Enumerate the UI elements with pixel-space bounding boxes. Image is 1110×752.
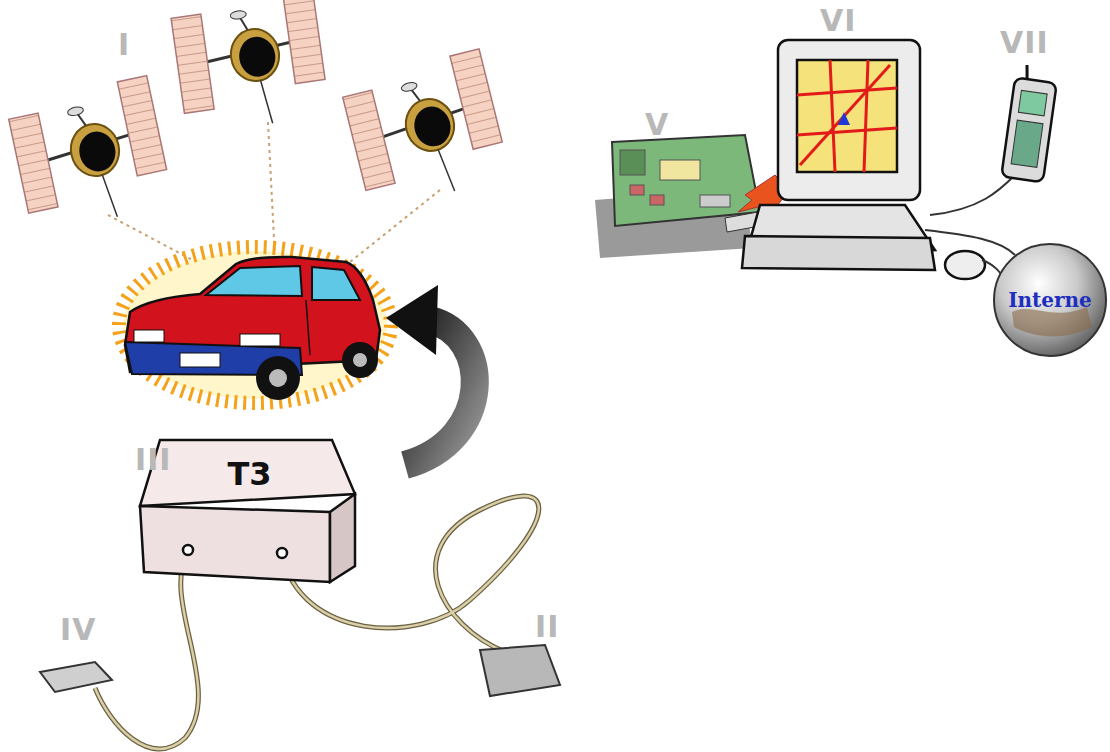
t3-unit — [140, 440, 355, 582]
satellite — [6, 76, 174, 235]
computer-cables — [925, 175, 1015, 280]
node-text: T3 — [227, 458, 271, 490]
callout-number: IV — [60, 615, 96, 645]
install-arrow — [386, 285, 475, 465]
globe-outline — [994, 244, 1106, 356]
t3-box: T3 — [162, 448, 337, 500]
cables — [95, 496, 539, 749]
callout-number: I — [118, 30, 130, 60]
car — [119, 247, 391, 403]
satellite — [339, 49, 511, 212]
satellite — [169, 0, 330, 135]
node-text: Interne — [1008, 290, 1092, 310]
callout-number: VI — [820, 6, 856, 36]
callout-number: III — [135, 445, 172, 475]
mobile-phone — [1001, 64, 1058, 183]
internet-globe: Interne — [992, 242, 1108, 358]
globe-land — [1012, 307, 1092, 336]
computer — [742, 40, 985, 279]
callout-number: VII — [1000, 28, 1049, 58]
gps-antenna — [480, 645, 560, 696]
antenna-device — [40, 662, 112, 692]
callout-number: V — [645, 110, 669, 140]
callout-number: II — [535, 612, 559, 642]
